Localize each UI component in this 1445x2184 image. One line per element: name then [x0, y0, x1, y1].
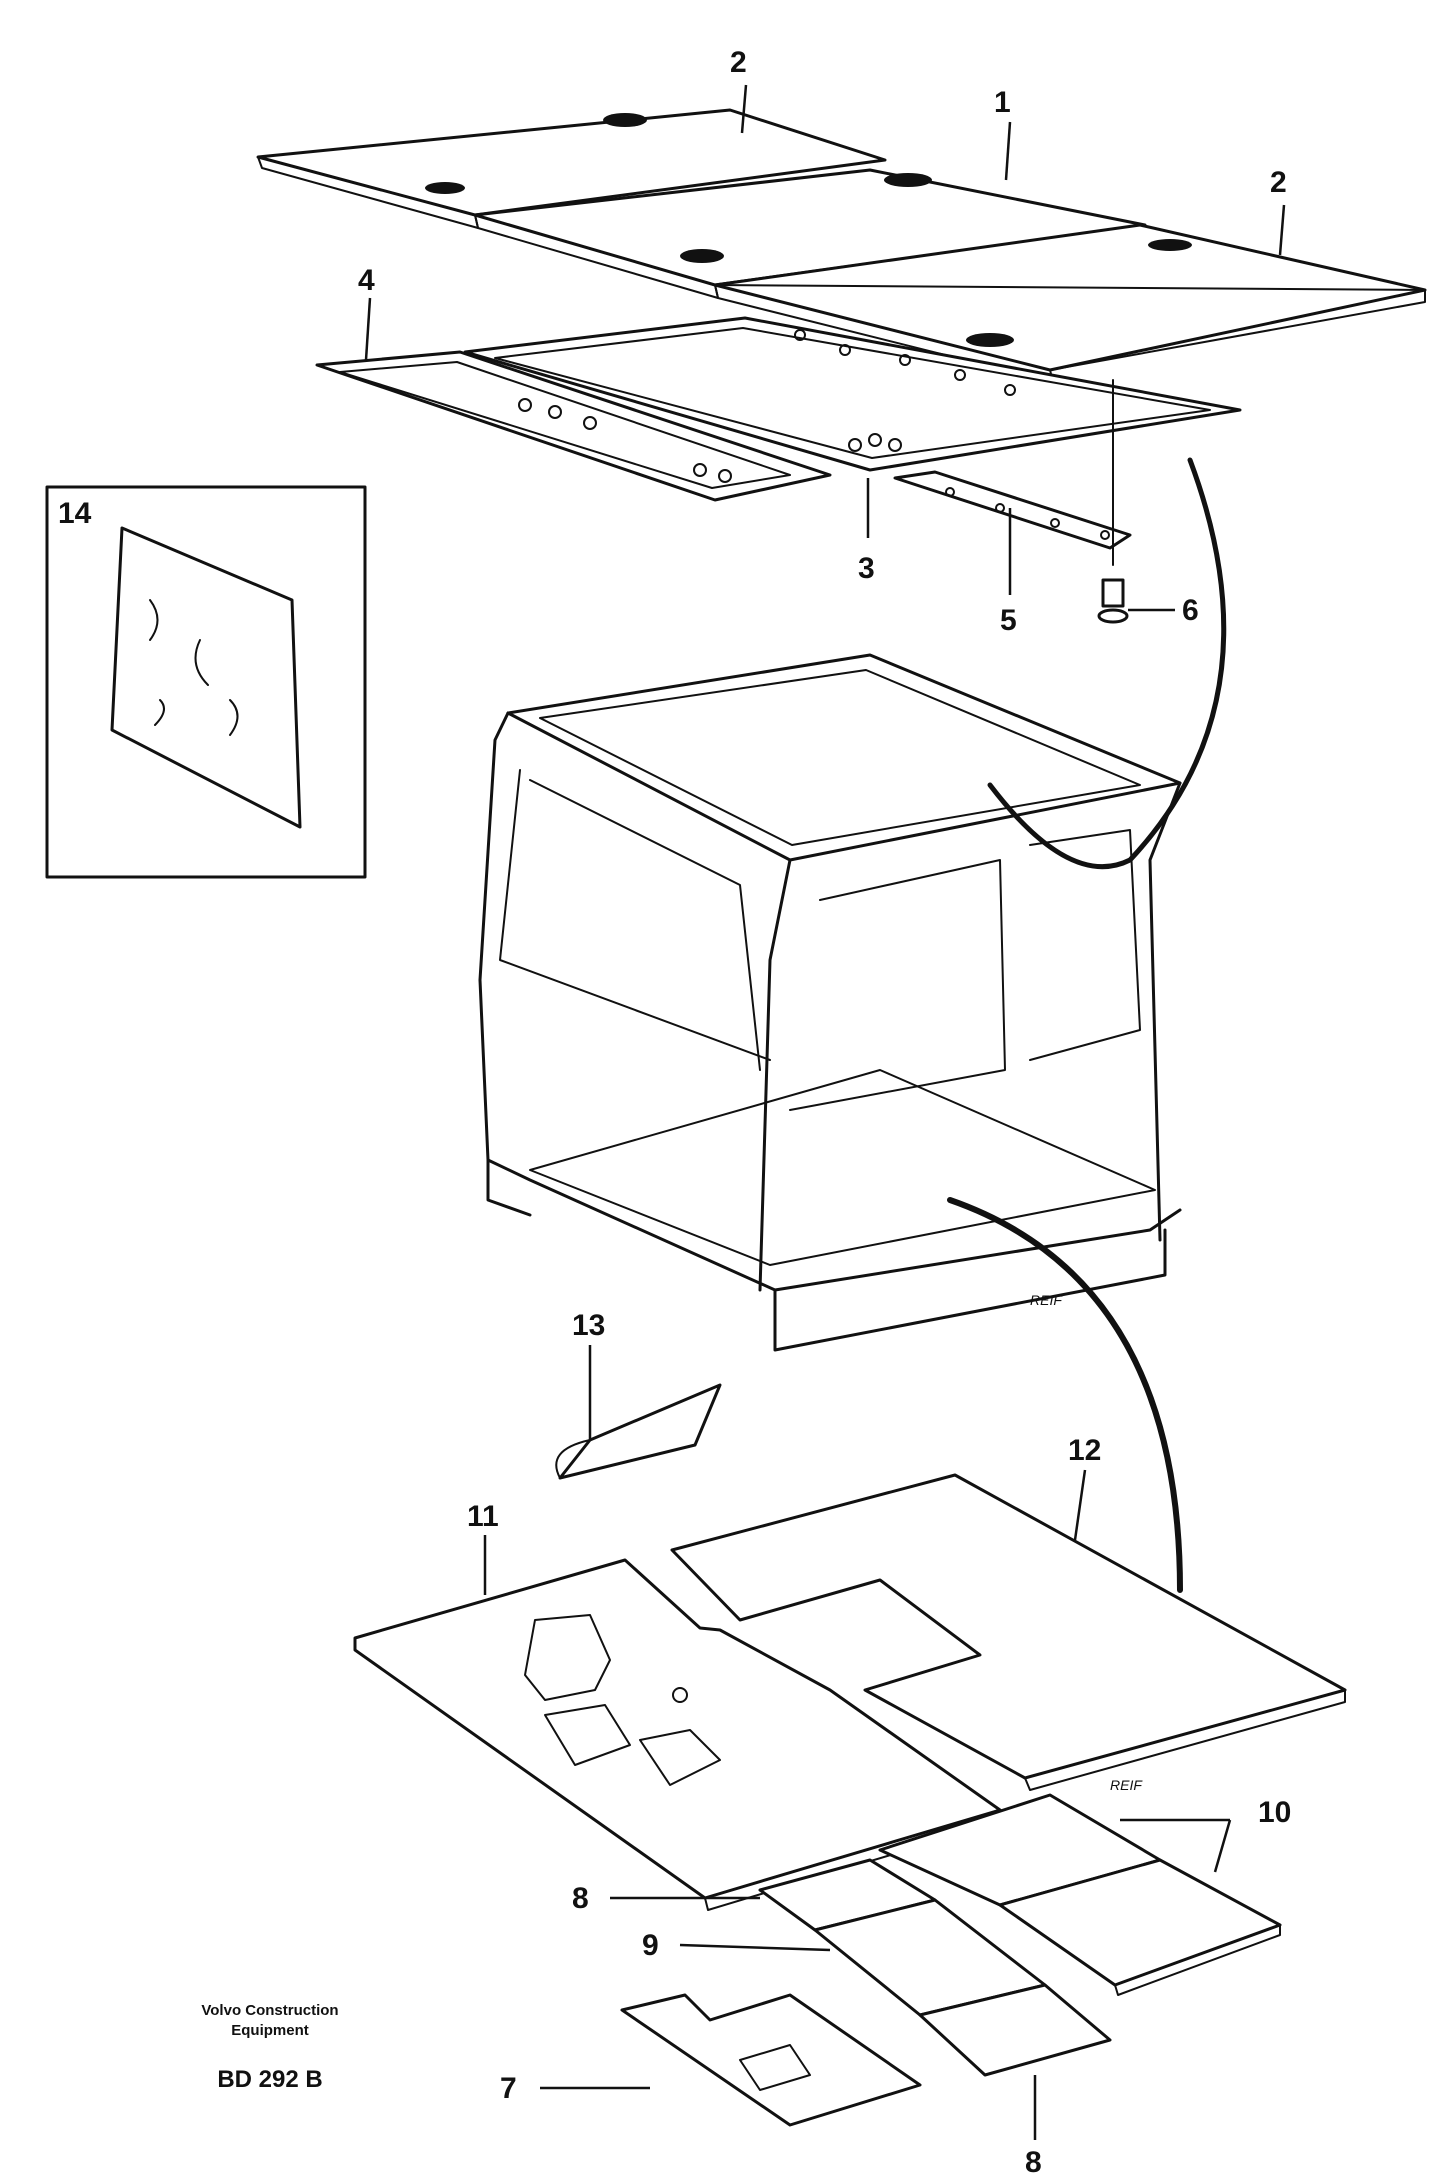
frame-center: [463, 316, 1242, 472]
callout-8-lower: 8: [1025, 2146, 1042, 2179]
screw-6: [1097, 379, 1129, 624]
strip-5: [893, 470, 1132, 550]
callout-leaders: [364, 84, 1286, 2140]
panel-8-bottom: [918, 1983, 1112, 2077]
callout-11: 11: [467, 1500, 499, 1533]
callout-4: 4: [358, 264, 375, 297]
drawing-code: BD 292 B: [217, 2066, 322, 2093]
callout-2-right: 2: [1270, 166, 1287, 199]
callout-2-left: 2: [730, 46, 747, 79]
roof-panel-right: [713, 223, 1427, 383]
callout-1: 1: [994, 86, 1011, 119]
part-13: [555, 1383, 722, 1480]
panel-10-lower: [998, 1858, 1282, 1996]
frame-left: [315, 350, 832, 502]
company-line-1: Volvo Construction: [201, 2002, 338, 2019]
inset-box-14: [45, 485, 367, 879]
callout-3: 3: [858, 552, 875, 585]
signature-cab: REIF: [1030, 1292, 1063, 1308]
callout-6: 6: [1182, 594, 1199, 627]
callout-7: 7: [500, 2072, 517, 2105]
signature-floor: REIF: [1110, 1777, 1143, 1793]
callout-13: 13: [572, 1309, 605, 1342]
callout-5: 5: [1000, 604, 1017, 637]
callout-12: 12: [1068, 1434, 1101, 1467]
callout-14: 14: [58, 497, 92, 530]
company-line-2: Equipment: [231, 2022, 309, 2039]
cab-frame: [478, 457, 1227, 1593]
callout-9: 9: [642, 1929, 659, 1962]
floor-mat-12: [670, 1473, 1347, 1791]
callout-8-upper: 8: [572, 1882, 589, 1915]
panel-7: [620, 1993, 922, 2127]
insulation-texture: [425, 113, 1192, 347]
callout-10: 10: [1258, 1796, 1291, 1829]
